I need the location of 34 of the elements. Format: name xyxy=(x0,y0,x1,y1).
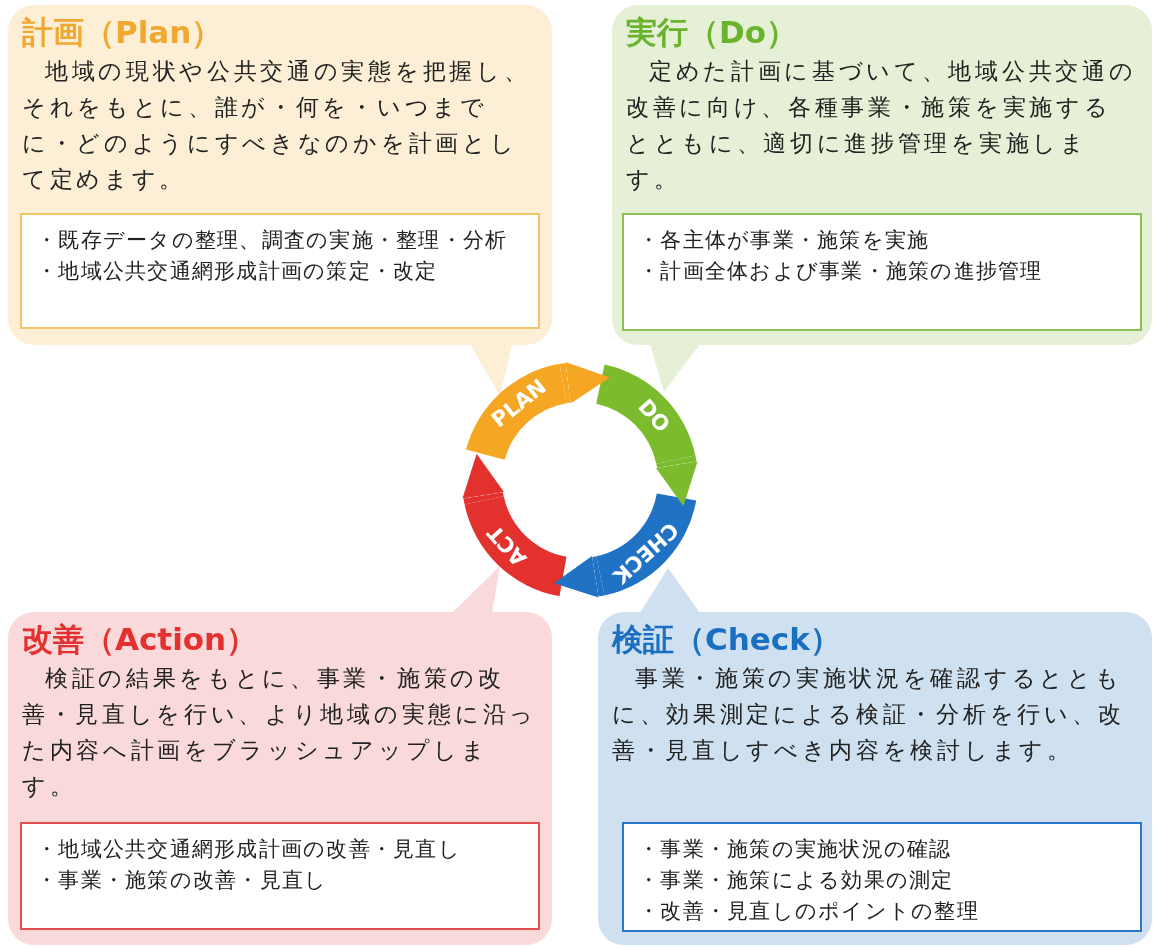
bullet-list-box xyxy=(622,213,1142,331)
callout-heading: 実行（Do） xyxy=(626,13,798,51)
cycle-arrow xyxy=(553,556,605,598)
cycle-arrow xyxy=(559,361,610,404)
bullet-item: ・事業・施策の実施状況の確認 xyxy=(638,836,953,863)
cycle-arrow-segment xyxy=(596,364,696,464)
cycle-arrow xyxy=(656,455,698,507)
cycle-arrow-segment xyxy=(466,363,567,460)
segment-label: DO xyxy=(633,394,675,437)
cycle-arrow-segment xyxy=(464,496,567,597)
bullet-item: ・計画全体および事業・施策の進捗管理 xyxy=(638,258,1044,285)
description-text: 地域の現状や公共交通の実態を把握し、それをもとに、誰が・何を・いつまでに・どのようにすべきなのかを計画として定めます。 xyxy=(22,57,532,194)
cycle-arrow-segment xyxy=(596,493,697,596)
callout-heading: 検証（Check） xyxy=(612,620,841,658)
callout-box xyxy=(598,612,1152,945)
bullet-item: ・改善・見直しのポイントの整理 xyxy=(638,898,980,925)
description-text: 事業・施策の実施状況を確認するとともに、効果測定による検証・分析を行い、改善・見直しすべき内容を検討します。 xyxy=(612,664,1126,765)
callout-heading: 計画（Plan） xyxy=(22,13,223,51)
bullet-item: ・事業・施策の改善・見直し xyxy=(36,867,329,894)
cycle-arrow xyxy=(462,453,504,505)
bullet-list-box xyxy=(622,822,1142,932)
bullet-list-box xyxy=(20,213,540,329)
callout-heading: 改善（Action） xyxy=(22,620,258,658)
bullet-item: ・地域公共交通網形成計画の改善・見直し xyxy=(36,836,462,863)
bullet-item: ・各主体が事業・施策を実施 xyxy=(638,227,931,254)
description-text: 検証の結果をもとに、事業・施策の改善・見直しを行い、より地域の実態に沿った内容へ計画をブラッシュアップします。 xyxy=(22,664,538,801)
callout-box xyxy=(612,5,1152,345)
callout-box xyxy=(8,5,552,345)
bullet-list-box xyxy=(20,822,540,930)
description-text: 定めた計画に基づいて、地域公共交通の改善に向け、各種事業・施策を実施するとともに、適切に進捗管理を実施します。 xyxy=(626,57,1138,194)
bullet-item: ・既存データの整理、調査の実施・整理・分析 xyxy=(36,227,509,254)
bullet-item: ・事業・施策による効果の測定 xyxy=(638,867,955,894)
bullet-item: ・地域公共交通網形成計画の策定・改定 xyxy=(36,258,439,285)
callout-box xyxy=(8,612,552,945)
